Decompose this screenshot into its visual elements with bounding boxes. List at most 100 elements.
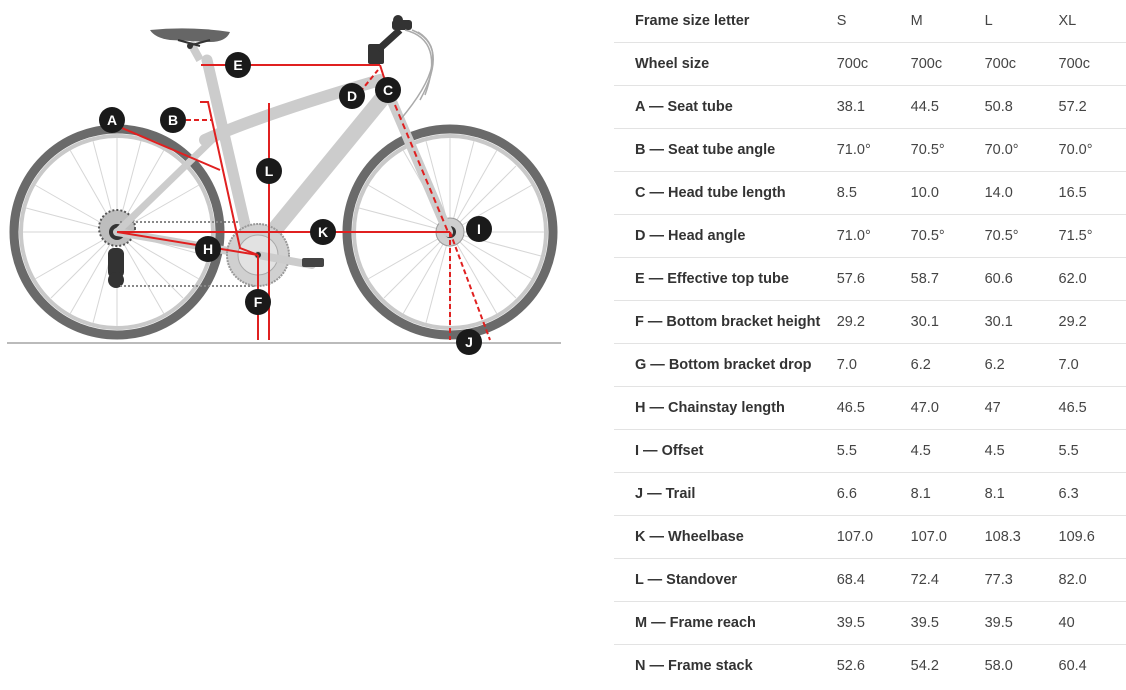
geometry-table: Frame size letter S M L XL Wheel size 700… [614, 0, 1126, 687]
row-value-s: 57.6 [836, 257, 911, 301]
row-value-m: 72.4 [910, 558, 985, 602]
row-label: M — Frame reach [614, 601, 837, 645]
front-wheel [342, 124, 558, 340]
table-header-row: Frame size letter S M L XL [614, 0, 1126, 43]
svg-text:J: J [465, 334, 473, 350]
row-label: N — Frame stack [635, 658, 753, 674]
bike-geometry-diagram: A B C D E F H I J K L [0, 0, 575, 360]
row-value-xl: 57.2 [1058, 85, 1126, 129]
row-value-xl: 109.6 [1058, 515, 1126, 559]
row-value-l: 70.0° [984, 128, 1059, 172]
row-value-m: 4.5 [910, 429, 985, 473]
row-value-s: 38.1 [836, 85, 911, 129]
row-value-xl: 62.0 [1058, 257, 1126, 301]
row-value-l: 8.1 [984, 472, 1059, 516]
svg-text:D: D [347, 88, 357, 104]
row-value-l: 77.3 [984, 558, 1059, 602]
row-value-xl: 71.5° [1058, 214, 1126, 258]
svg-text:H: H [203, 241, 213, 257]
header-size-xl: XL [1058, 0, 1126, 43]
table-row: N — Frame stack 52.6 54.2 58.0 60.4 [614, 645, 1126, 688]
row-value-l: 6.2 [984, 343, 1059, 387]
row-value-l: 58.0 [984, 658, 1013, 674]
row-value-m: 8.1 [910, 472, 985, 516]
row-value-xl: 16.5 [1058, 171, 1126, 215]
row-value-l: 50.8 [984, 85, 1059, 129]
row-value-xl: 70.0° [1058, 128, 1126, 172]
marker-k: K [310, 219, 336, 245]
row-value-m: 70.5° [910, 128, 985, 172]
row-label: C — Head tube length [614, 171, 837, 215]
row-value-s: 5.5 [836, 429, 911, 473]
row-value-s: 52.6 [836, 658, 865, 674]
marker-e: E [225, 52, 251, 78]
row-label: F — Bottom bracket height [614, 300, 837, 344]
marker-j: J [456, 329, 482, 355]
marker-d: D [339, 83, 365, 109]
svg-text:B: B [168, 112, 178, 128]
marker-l: L [256, 158, 282, 184]
saddle [150, 28, 230, 62]
row-value-l: 14.0 [984, 171, 1059, 215]
handlebar [368, 15, 434, 121]
row-label: K — Wheelbase [614, 515, 837, 559]
svg-text:F: F [254, 294, 263, 310]
row-value-l: 108.3 [984, 515, 1059, 559]
crankset [226, 223, 324, 287]
svg-text:E: E [233, 57, 242, 73]
row-value-xl: 6.3 [1058, 472, 1126, 516]
row-label: A — Seat tube [614, 85, 837, 129]
row-label: E — Effective top tube [614, 257, 837, 301]
row-value-xl: 5.5 [1058, 429, 1126, 473]
row-value-xl: 7.0 [1058, 343, 1126, 387]
marker-b: B [160, 107, 186, 133]
svg-text:K: K [318, 224, 328, 240]
svg-text:A: A [107, 112, 117, 128]
row-value-m: 54.2 [910, 658, 939, 674]
row-value-l: 70.5° [984, 214, 1059, 258]
svg-text:L: L [265, 163, 274, 179]
row-label: D — Head angle [614, 214, 837, 258]
row-value-l: 30.1 [984, 300, 1059, 344]
row-value-l: 60.6 [984, 257, 1059, 301]
marker-a: A [99, 107, 125, 133]
row-value-m: 107.0 [910, 515, 985, 559]
row-value-s: 71.0° [836, 128, 911, 172]
marker-f: F [245, 289, 271, 315]
header-label: Frame size letter [614, 0, 837, 43]
row-value-s: 46.5 [836, 386, 911, 430]
row-value-xl: 40 [1058, 601, 1126, 645]
svg-text:I: I [477, 221, 481, 237]
chain [120, 221, 255, 287]
marker-h: H [195, 236, 221, 262]
row-value-xl: 700c [1058, 42, 1126, 86]
row-value-l: 47 [984, 386, 1059, 430]
row-value-l: 39.5 [984, 601, 1059, 645]
bike-illustration: A B C D E F H I J K L [7, 15, 561, 355]
row-label: Wheel size [614, 42, 837, 86]
row-value-m: 70.5° [910, 214, 985, 258]
row-value-m: 47.0 [910, 386, 985, 430]
row-value-m: 44.5 [910, 85, 985, 129]
row-value-m: 10.0 [910, 171, 985, 215]
row-value-xl: 60.4 [1058, 658, 1087, 674]
row-value-l: 700c [984, 42, 1059, 86]
row-value-m: 30.1 [910, 300, 985, 344]
row-value-m: 700c [910, 42, 985, 86]
row-label: H — Chainstay length [614, 386, 837, 430]
row-label: G — Bottom bracket drop [614, 343, 837, 387]
row-value-s: 107.0 [836, 515, 911, 559]
header-size-l: L [984, 0, 1059, 43]
row-value-xl: 29.2 [1058, 300, 1126, 344]
row-value-s: 39.5 [836, 601, 911, 645]
row-value-m: 39.5 [910, 601, 985, 645]
row-label: I — Offset [614, 429, 837, 473]
row-value-l: 4.5 [984, 429, 1059, 473]
